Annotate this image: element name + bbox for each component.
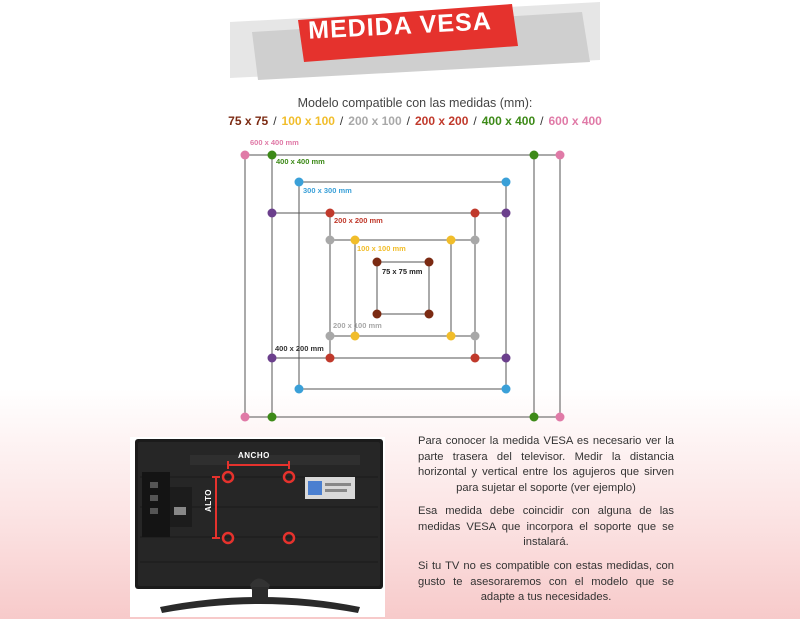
holes-200x200 [325, 208, 480, 363]
label-400x400: 400 x 400 mm [276, 157, 325, 166]
tv-back-graphic [130, 437, 385, 617]
compatible-models-subtitle: Modelo compatible con las medidas (mm): [297, 96, 533, 110]
holes-400x400 [267, 150, 539, 422]
height-label: ALTO [204, 488, 213, 512]
banner-graphic [230, 2, 600, 80]
holes-200x100 [325, 235, 480, 341]
size-200x100: 200 x 100 [348, 114, 402, 128]
vesa-pattern-diagram: 600 x 400 mm 400 x 400 mm 300 x 300 mm 2… [240, 138, 565, 422]
label-600x400: 600 x 400 mm [250, 138, 299, 147]
holes-300x300 [294, 177, 511, 394]
separator: / [406, 114, 410, 128]
width-label: ANCHO [238, 451, 270, 460]
label-100x100: 100 x 100 mm [357, 244, 406, 253]
size-400x400: 400 x 400 [481, 114, 536, 128]
label-75x75: 75 x 75 mm [382, 267, 423, 276]
label-400x200: 400 x 200 mm [275, 344, 324, 353]
label-200x200: 200 x 200 mm [334, 216, 383, 225]
rect-75x75 [376, 261, 430, 315]
description-paragraph-2: Esa medida debe coincidir con alguna de … [418, 505, 674, 549]
size-75x75: 75 x 75 [228, 114, 269, 128]
separator: / [339, 114, 344, 128]
size-200x200: 200 x 200 [415, 114, 469, 128]
label-200x100: 200 x 100 mm [333, 321, 382, 330]
label-300x300: 300 x 300 mm [303, 186, 352, 195]
title-banner: MEDIDA VESA [0, 0, 800, 90]
separator: / [540, 114, 544, 128]
rect-600x400 [244, 154, 561, 418]
tv-back-illustration: ANCHO ALTO [130, 437, 385, 617]
holes-75x75 [372, 257, 434, 319]
size-600x400: 600 x 400 [548, 114, 602, 128]
holes-600x400 [240, 150, 565, 422]
separator: / [273, 114, 277, 128]
separator: / [473, 114, 477, 128]
vesa-sizes-list: 75 x 75 / 100 x 100 / 200 x 100 / 200 x 200 / 40… [0, 114, 800, 128]
rect-100x100 [354, 239, 452, 337]
description-paragraph-1: Para conocer la medida VESA es necesario… [418, 435, 674, 494]
description-paragraph-3: Si tu TV no es compatible con estas medi… [418, 560, 674, 604]
holes-100x100 [350, 235, 456, 341]
size-100x100: 100 x 100 [281, 114, 335, 128]
holes-400x200 [267, 208, 511, 363]
